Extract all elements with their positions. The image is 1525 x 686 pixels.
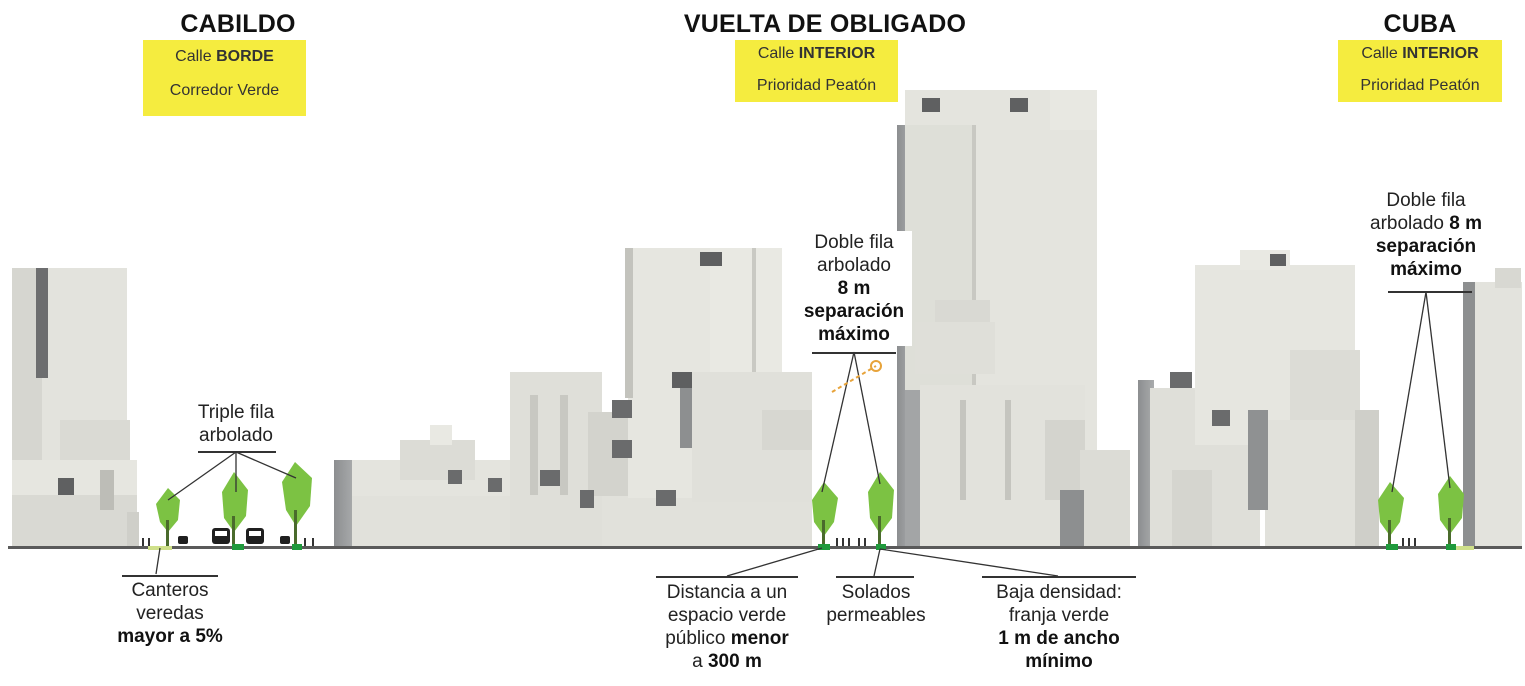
ann-line: permeables [826, 605, 926, 626]
annotation-solados: Solados permeables [820, 581, 932, 627]
box-line-1: Calle INTERIOR [735, 45, 898, 63]
ann-line: público menor [646, 627, 808, 650]
ann-prefix: a [692, 651, 708, 672]
underline-triple [198, 451, 276, 453]
street-label-box-cuba: Calle INTERIOR Prioridad Peatón [1338, 40, 1502, 102]
center-building-cluster [334, 248, 812, 546]
ann-bold: 8 m [1449, 213, 1482, 234]
ann-line: a 300 m [646, 650, 808, 673]
ann-line-bold: separación [803, 301, 905, 322]
box-line-1-bold: INTERIOR [798, 45, 876, 62]
box-line-2: Corredor Verde [169, 82, 280, 99]
ann-line: arbolado [817, 255, 891, 276]
ann-line-bold: 8 m [837, 278, 871, 299]
right-building-cluster [1138, 250, 1522, 546]
box-line-1-bold: INTERIOR [1402, 45, 1479, 62]
underline-solados [836, 576, 914, 578]
pedestrians [142, 538, 1416, 546]
ann-line-bold: máximo [818, 324, 890, 345]
distance-dashed-line [831, 365, 877, 393]
box-line-2: Prioridad Peatón [756, 77, 877, 94]
street-title-cabildo: CABILDO [180, 10, 296, 38]
ann-line: arbolado [199, 425, 273, 446]
tree-group-cuba [1378, 476, 1474, 550]
ann-line: espacio verde [667, 605, 787, 626]
leader-lines [155, 291, 1451, 577]
ann-line: Baja densidad: [996, 582, 1122, 603]
ann-line-bold: mayor a 5% [117, 626, 223, 647]
vehicles-cabildo [178, 528, 290, 544]
ann-bold: menor [730, 628, 789, 649]
ann-line-bold: 1 m de ancho [998, 628, 1120, 649]
underline-distancia [656, 576, 798, 578]
box-line-2: Prioridad Peatón [1360, 77, 1480, 94]
annotation-canteros: Canteros veredas mayor a 5% [100, 579, 240, 648]
ann-line: Distancia a un [666, 582, 788, 603]
underline-doble-center [812, 352, 896, 354]
box-line-1-prefix: Calle [1361, 45, 1403, 62]
annotation-triple-fila: Triple fila arbolado [176, 401, 296, 447]
street-title-cuba: CUBA [1383, 10, 1457, 38]
ann-line: Triple fila [197, 402, 275, 423]
ann-prefix: arbolado [1370, 213, 1450, 234]
ann-prefix: público [665, 628, 731, 649]
ann-line: Doble fila [814, 232, 894, 253]
ann-line: veredas [136, 603, 204, 624]
underline-canteros [122, 575, 218, 577]
ann-bold: 300 m [707, 651, 762, 672]
box-line-1-prefix: Calle [757, 45, 799, 62]
tree-group-vuelta [812, 472, 894, 550]
annotation-distancia: Distancia a un espacio verde público men… [646, 581, 808, 673]
annotation-doble-fila-right: Doble fila arbolado 8 m separación máxim… [1358, 189, 1494, 281]
ann-line: franja verde [1008, 605, 1110, 626]
box-line-1-bold: BORDE [216, 48, 274, 65]
ann-line-bold: mínimo [1025, 651, 1093, 672]
street-title-vuelta: VUELTA DE OBLIGADO [683, 10, 967, 38]
ann-line: Doble fila [1386, 190, 1466, 211]
left-building-cluster [12, 268, 139, 546]
street-label-box-cabildo: Calle BORDE Corredor Verde [143, 40, 306, 116]
ann-line: Solados [841, 582, 911, 603]
distance-marker [870, 360, 882, 372]
box-line-1: Calle BORDE [143, 48, 306, 66]
box-line-1: Calle INTERIOR [1338, 45, 1502, 63]
ann-line-bold: separación [1375, 236, 1477, 257]
ann-line-bold: máximo [1390, 259, 1462, 280]
underline-doble-right [1388, 291, 1472, 293]
street-label-box-vuelta: Calle INTERIOR Prioridad Peatón [735, 40, 898, 102]
box-line-1-prefix: Calle [175, 48, 217, 65]
ground-line [8, 546, 1522, 549]
annotation-doble-fila-center: Doble fila arbolado 8 m separación máxim… [796, 231, 912, 346]
ann-line: arbolado 8 m [1358, 212, 1494, 235]
underline-baja [982, 576, 1136, 578]
annotation-baja-densidad: Baja densidad: franja verde 1 m de ancho… [976, 581, 1142, 673]
central-tower [897, 90, 1130, 546]
ann-line: Canteros [131, 580, 209, 601]
tree-group-cabildo [148, 462, 312, 550]
